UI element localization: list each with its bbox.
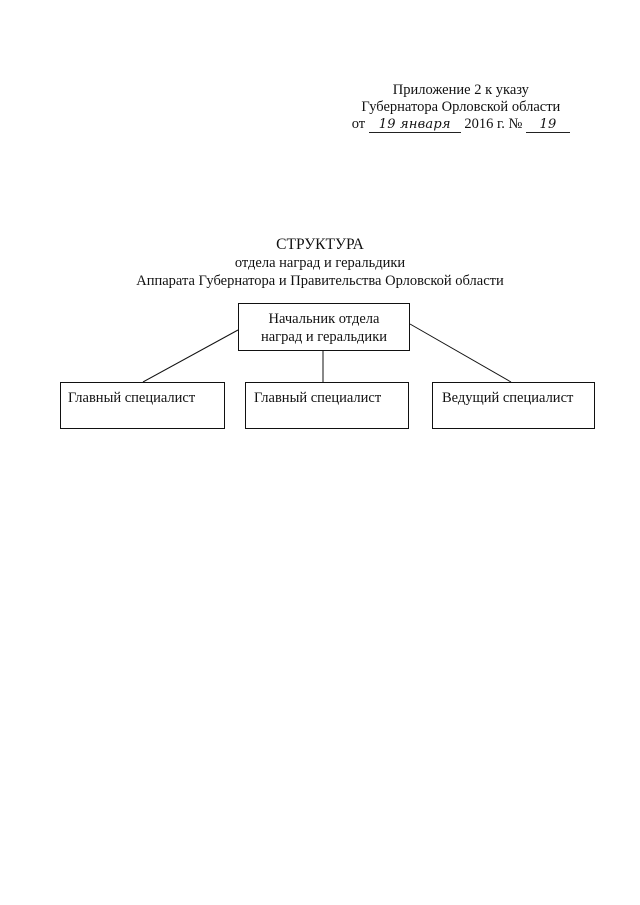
org-head-box: Начальник отдела наград и геральдики xyxy=(238,303,410,351)
handwritten-date: 19 января xyxy=(368,118,461,133)
title-main: СТРУКТУРА xyxy=(276,236,364,253)
org-head-line2: наград и геральдики xyxy=(260,329,387,345)
handwritten-number: 19 xyxy=(526,118,570,133)
connector-right xyxy=(409,323,512,383)
appendix-date-line: от 19 января 2016 г. № 19 xyxy=(352,116,570,133)
appendix-header: Приложение 2 к указу Губернатора Орловск… xyxy=(352,82,570,133)
connector-left xyxy=(142,329,239,383)
title-department: отдела наград и геральдики xyxy=(234,255,406,271)
appendix-title: Приложение 2 к указу xyxy=(392,82,529,98)
org-subordinate-box: Главный специалист xyxy=(245,382,409,429)
org-subordinate-box: Главный специалист xyxy=(60,382,225,429)
title-organization: Аппарата Губернатора и Правительства Орл… xyxy=(136,273,504,289)
org-subordinate-label: Главный специалист xyxy=(254,390,382,406)
year-number-label: 2016 г. № xyxy=(464,116,523,132)
org-subordinate-label: Ведущий специалист xyxy=(442,390,574,406)
org-subordinate-box: Ведущий специалист xyxy=(432,382,595,429)
org-head-line1: Начальник отдела xyxy=(268,311,380,327)
appendix-authority: Губернатора Орловской области xyxy=(361,99,561,115)
document-title: СТРУКТУРА отдела наград и геральдики Апп… xyxy=(0,236,640,290)
date-prefix: от xyxy=(351,116,366,132)
org-subordinate-label: Главный специалист xyxy=(68,390,196,406)
